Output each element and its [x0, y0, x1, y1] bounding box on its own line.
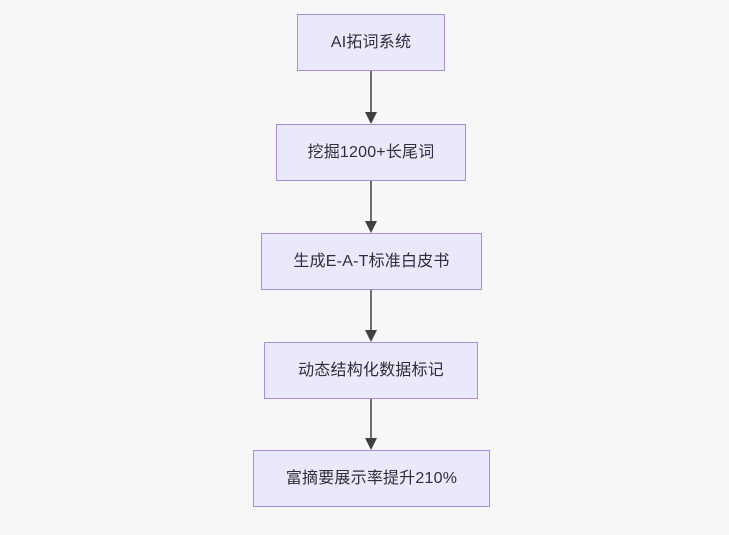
flow-node-label: 生成E-A-T标准白皮书 — [293, 252, 450, 270]
flow-node-label: 动态结构化数据标记 — [298, 361, 444, 379]
flow-node-label: 富摘要展示率提升210% — [285, 469, 458, 487]
flow-node-generate-eat-whitepaper[interactable]: 生成E-A-T标准白皮书 — [261, 233, 482, 290]
flow-node-mine-longtail-keywords[interactable]: 挖掘1200+长尾词 — [276, 124, 466, 181]
flow-node-ai-keyword-system[interactable]: AI拓词系统 — [297, 14, 445, 71]
arrowhead-icon — [365, 112, 377, 124]
flow-node-dynamic-structured-data-markup[interactable]: 动态结构化数据标记 — [264, 342, 478, 399]
arrowhead-icon — [365, 438, 377, 450]
arrowhead-icon — [365, 221, 377, 233]
flow-node-label: 挖掘1200+长尾词 — [307, 143, 435, 161]
flow-node-rich-snippet-rate-increase[interactable]: 富摘要展示率提升210% — [253, 450, 490, 507]
arrowhead-icon — [365, 330, 377, 342]
flow-node-label: AI拓词系统 — [330, 33, 412, 51]
